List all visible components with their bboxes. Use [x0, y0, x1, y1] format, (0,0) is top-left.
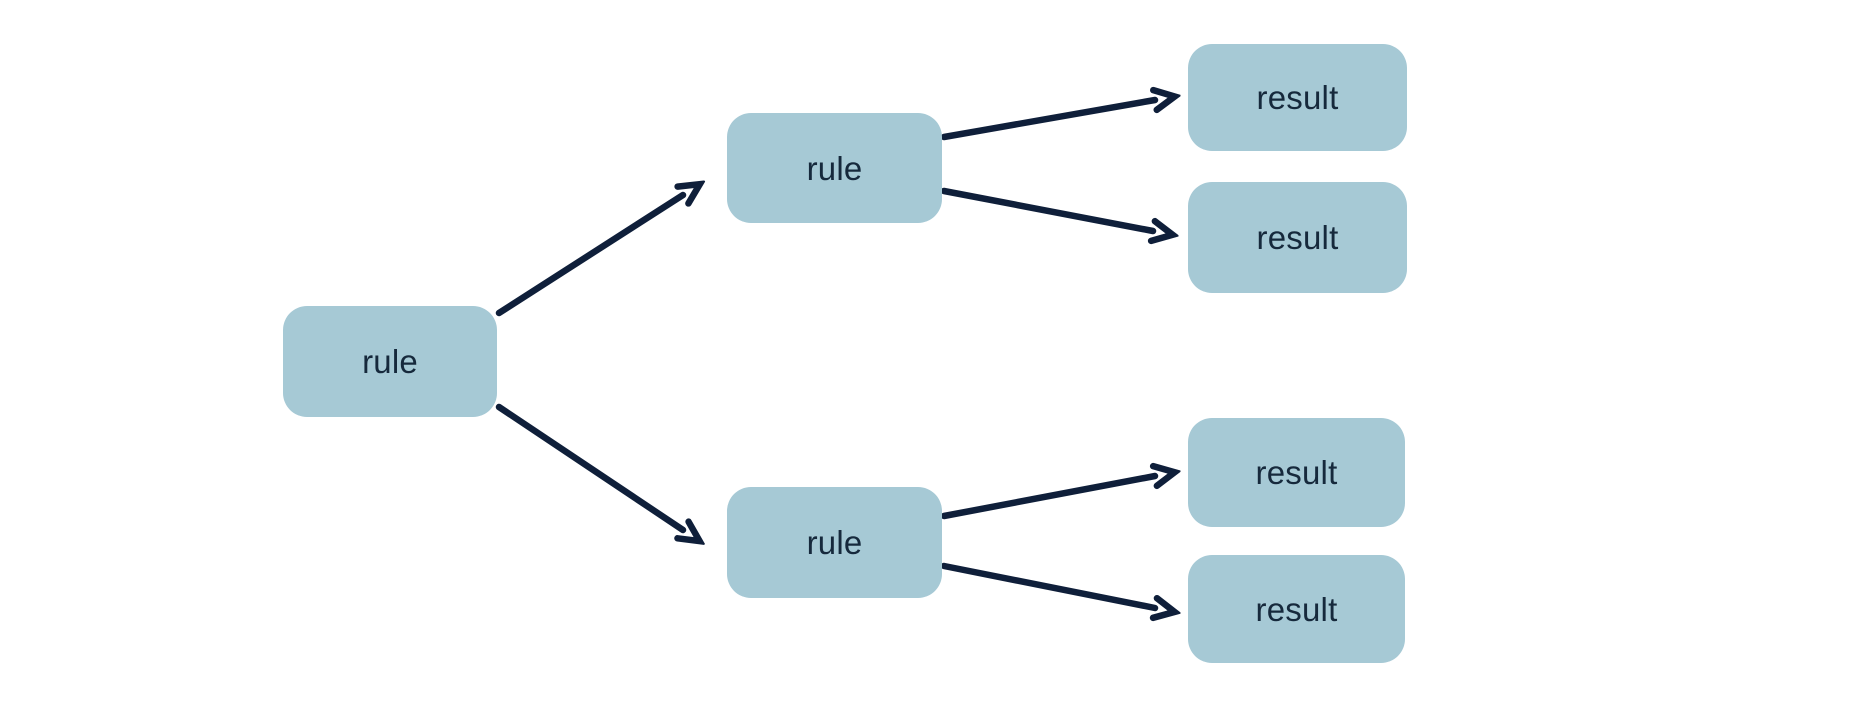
node-result-top-1-label: result [1256, 79, 1339, 116]
node-result-top-1: result [1188, 44, 1407, 151]
arrow-rule-top-to-result-2 [940, 187, 1153, 231]
arrow-rule-bottom-to-result-3 [940, 476, 1155, 520]
arrow-rule-bottom-to-result-4 [940, 562, 1155, 608]
node-rule-bottom: rule [727, 487, 942, 598]
node-rule-root-label: rule [362, 343, 418, 380]
node-result-top-2-label: result [1256, 219, 1339, 256]
node-rule-top: rule [727, 113, 942, 223]
node-result-bottom-1-label: result [1255, 454, 1338, 491]
arrow-root-to-rule-top [495, 195, 683, 317]
node-result-bottom-2-label: result [1255, 590, 1338, 628]
arrow-root-to-rule-bottom [495, 403, 683, 530]
node-result-top-2: result [1188, 182, 1407, 293]
node-result-bottom-2: result [1188, 555, 1405, 663]
node-rule-root: rule [283, 306, 497, 417]
node-rule-bottom-label: rule [806, 524, 863, 561]
node-result-bottom-1: result [1188, 418, 1405, 527]
arrow-rule-top-to-result-1 [940, 100, 1155, 141]
node-rule-top-label: rule [806, 149, 863, 187]
